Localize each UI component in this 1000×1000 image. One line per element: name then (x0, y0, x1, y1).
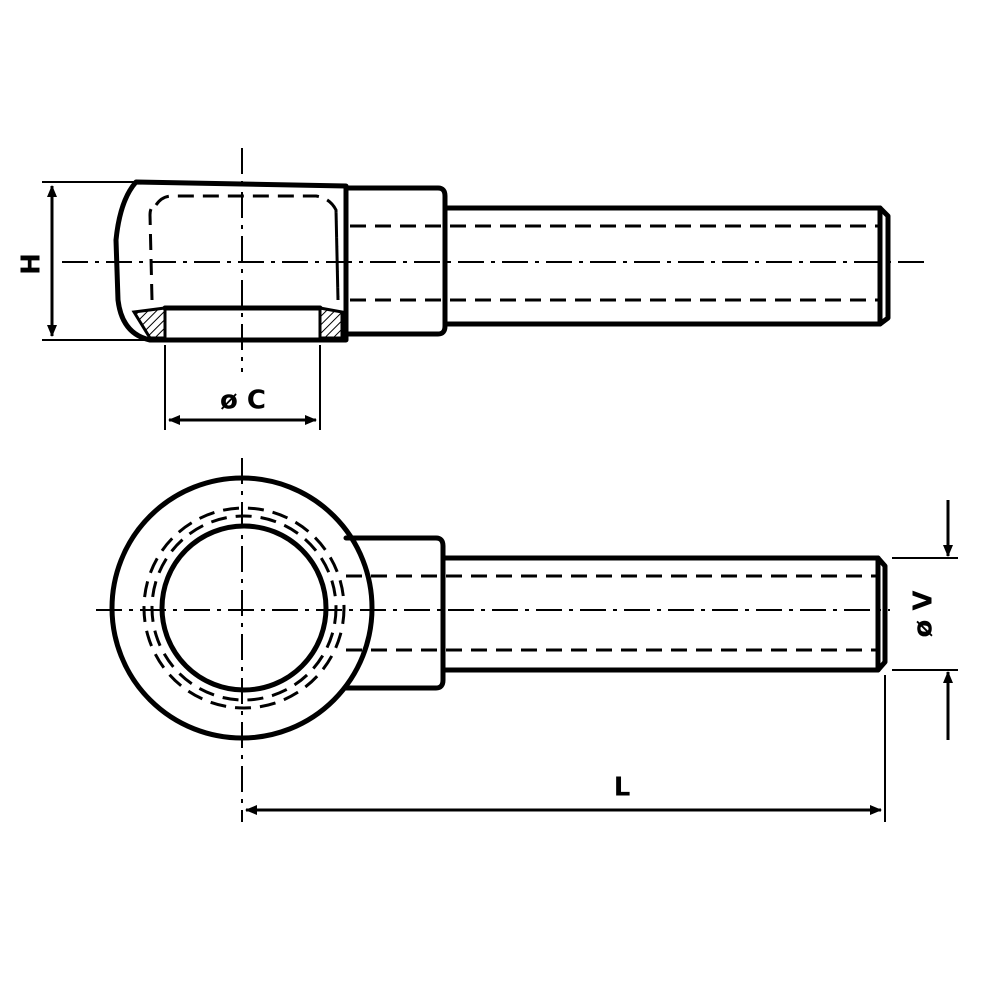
top-shank-outline (440, 555, 888, 673)
eye-diameter-dimension: ø C (164, 345, 321, 430)
height-label: H (17, 253, 47, 275)
top-hub-outline (343, 535, 446, 691)
top-eye-hidden-ring-inner (150, 514, 338, 702)
side-eye-outline (113, 179, 349, 343)
eye-diameter-label: ø C (220, 386, 266, 416)
top-view (96, 458, 890, 822)
side-shank-outline (442, 205, 891, 327)
height-dimension: H (17, 181, 148, 341)
top-eye-hidden-ring-outer (142, 506, 346, 710)
side-eye-hidden-bore (148, 194, 340, 301)
length-dimension: L (245, 675, 886, 822)
side-section-hatch-right (318, 306, 344, 340)
top-eye-bore (159, 523, 329, 693)
length-label: L (614, 773, 631, 803)
thread-diameter-dimension: ø V (892, 500, 958, 740)
side-section-hatch-left (131, 306, 167, 340)
side-hub-outline (343, 185, 448, 337)
thread-diameter-label: ø V (909, 590, 939, 637)
side-view (62, 148, 925, 372)
